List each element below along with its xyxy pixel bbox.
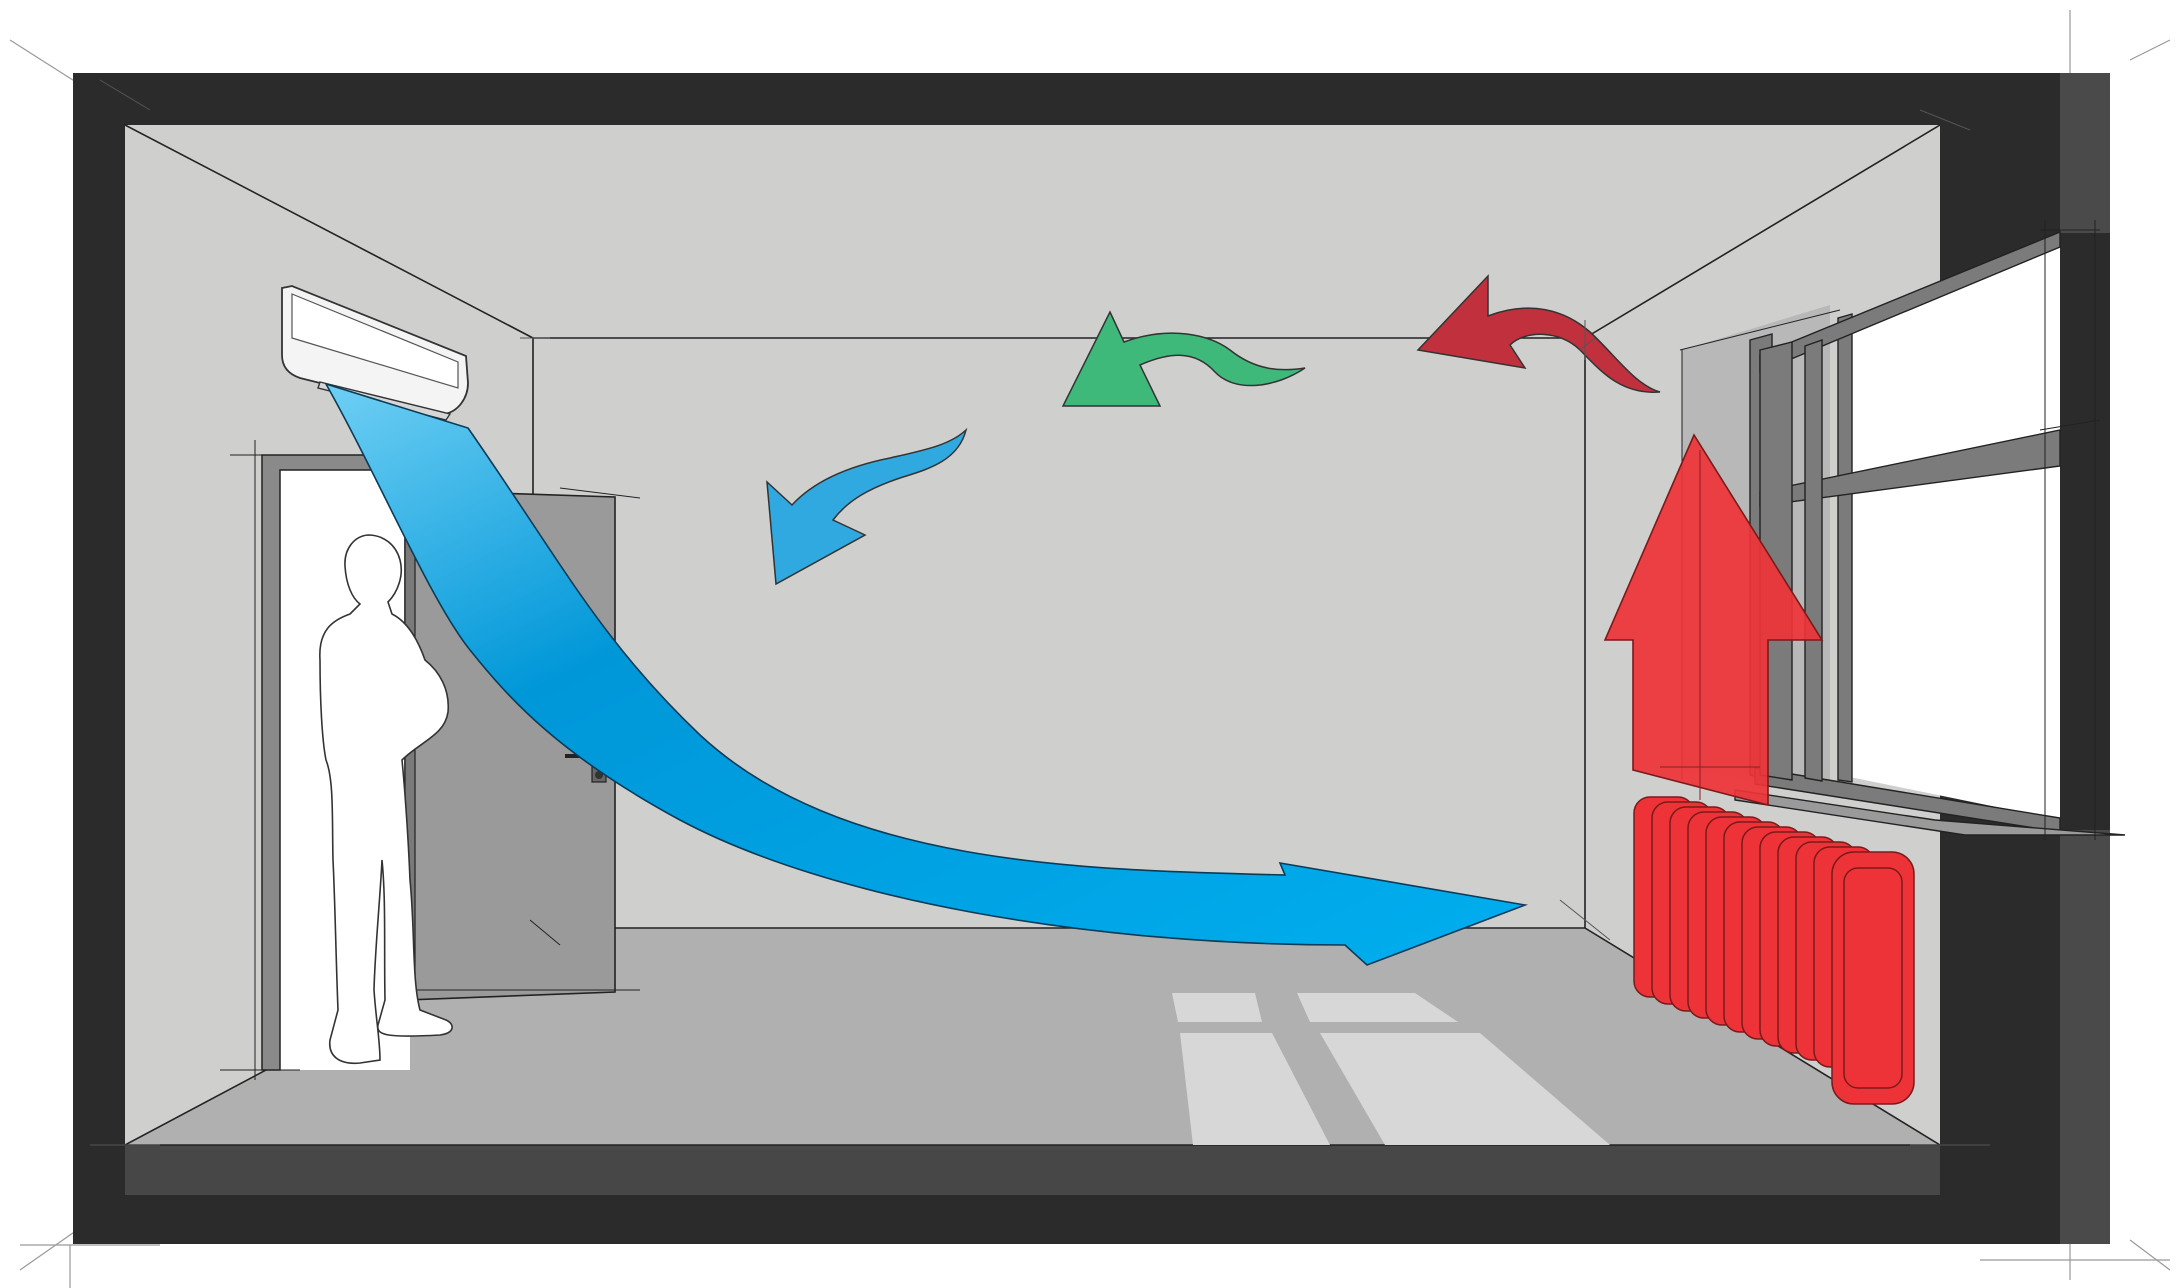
wall-sill-block: [1940, 830, 2060, 1195]
wall-end-face-bottom: [2060, 830, 2110, 1244]
floor-edge: [125, 1145, 1940, 1195]
wall-lintel: [1940, 125, 2060, 233]
wall-end-face-top: [2060, 73, 2110, 233]
window-glass: [1840, 245, 2060, 820]
